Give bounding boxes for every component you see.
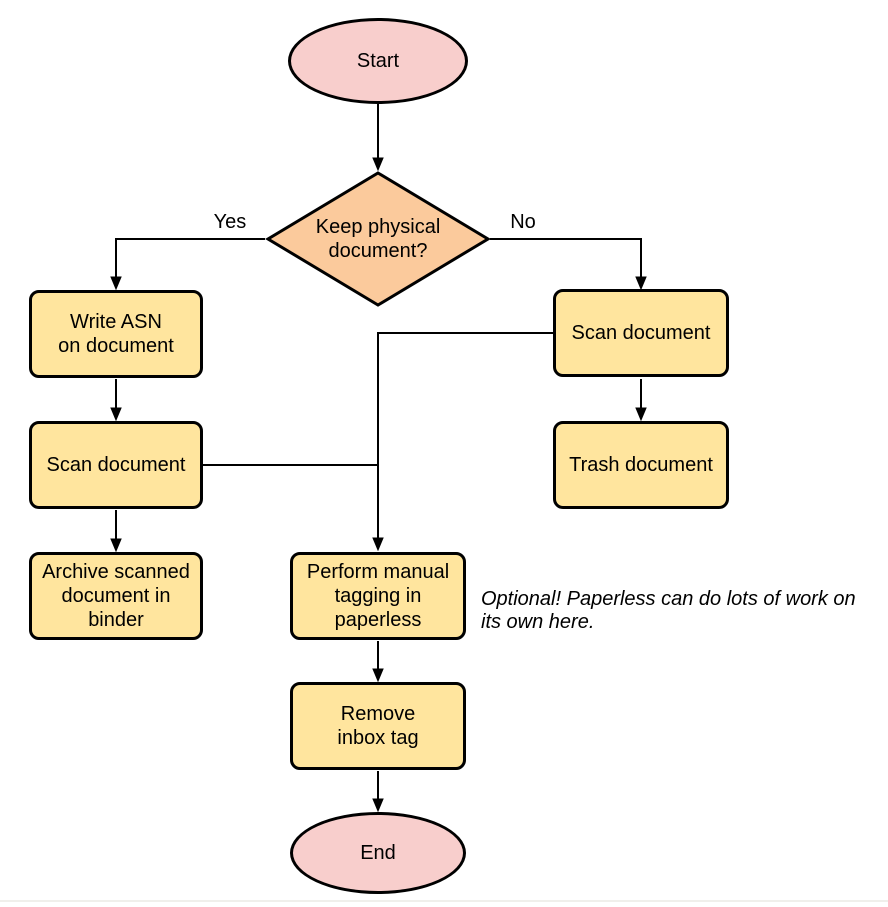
node-scan-document-left: Scan document [29, 421, 203, 509]
node-remove-inbox-tag: Remove inbox tag [290, 682, 466, 770]
node-trash-document-label: Trash document [569, 454, 713, 476]
node-scan-document-left-label: Scan document [46, 454, 186, 476]
node-archive-scanned-document: Archive scanned document in binder [29, 552, 203, 640]
node-keep-physical-document: Keep physical document? [265, 171, 491, 307]
node-end: End [290, 812, 466, 894]
node-manual-tagging: Perform manual tagging in paperless [290, 552, 466, 640]
node-write-asn: Write ASN on document [29, 290, 203, 378]
node-archive-scanned-document-label: Archive scanned document in binder [42, 561, 190, 631]
node-write-asn-label: Write ASN on document [58, 311, 174, 357]
edge-label-yes: Yes [206, 210, 254, 234]
node-scan-document-right: Scan document [553, 289, 729, 377]
node-start-label: Start [356, 50, 400, 72]
edge-scanright-tagging [378, 332, 553, 549]
node-keep-physical-document-label: Keep physical document? [315, 216, 441, 262]
annotation-note: Optional! Paperless can do lots of work … [481, 588, 856, 633]
decision-diamond-shape [265, 171, 491, 307]
node-remove-inbox-tag-label: Remove inbox tag [337, 703, 419, 749]
node-manual-tagging-label: Perform manual tagging in paperless [306, 561, 450, 631]
page-bottom-border [0, 900, 888, 902]
node-end-label: End [360, 842, 396, 864]
node-trash-document: Trash document [553, 421, 729, 509]
node-scan-document-right-label: Scan document [571, 322, 711, 344]
node-start: Start [288, 18, 468, 104]
edge-decision-scanright [490, 238, 641, 288]
edge-label-no: No [501, 210, 545, 234]
edge-decision-writeasn [116, 238, 265, 288]
